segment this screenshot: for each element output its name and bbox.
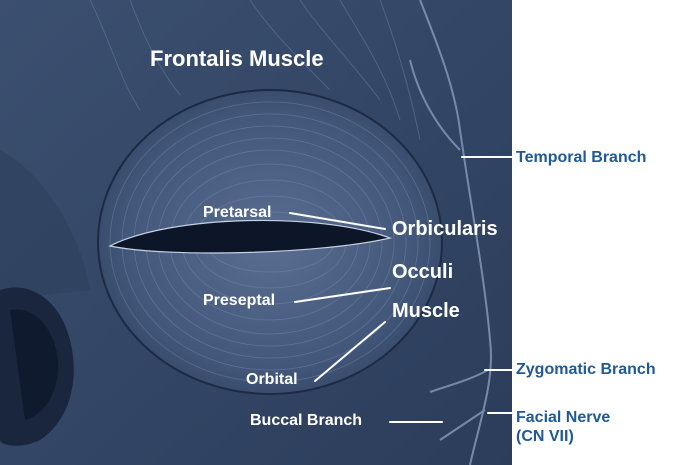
- preseptal-label: Preseptal: [203, 293, 275, 309]
- temporal-branch-label: Temporal Branch: [516, 150, 646, 166]
- orbicularis-label-line3: Muscle: [392, 301, 460, 321]
- zygomatic-branch-label: Zygomatic Branch: [516, 362, 656, 378]
- pretarsal-label: Pretarsal: [203, 205, 272, 221]
- buccal-branch-label: Buccal Branch: [250, 413, 362, 429]
- orbicularis-label-line1: Orbicularis: [392, 219, 498, 239]
- orbital-label: Orbital: [246, 372, 298, 388]
- orbicularis-label-line2: Occuli: [392, 262, 453, 282]
- facial-nerve-label-line1: Facial Nerve: [516, 410, 610, 426]
- frontalis-muscle-label: Frontalis Muscle: [150, 48, 324, 70]
- facial-nerve-label-line2: (CN VII): [516, 429, 574, 445]
